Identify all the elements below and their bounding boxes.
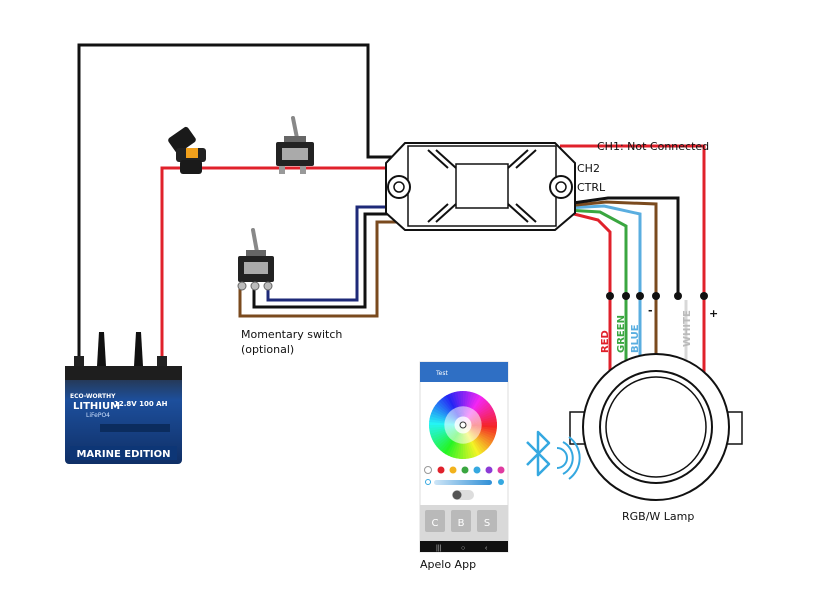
power-toggle[interactable] xyxy=(452,490,474,500)
wires xyxy=(77,43,708,380)
label-app: Apelo App xyxy=(420,558,476,571)
color-swatches[interactable] xyxy=(424,466,505,474)
label-minus: - xyxy=(648,304,653,317)
nav-back-icon[interactable]: ‹ xyxy=(485,545,488,552)
wire-green-out xyxy=(565,208,628,380)
brightness-slider[interactable] xyxy=(425,479,505,485)
wire-brown-out xyxy=(565,200,658,296)
rgb-controller xyxy=(385,142,576,231)
phone-header xyxy=(420,362,508,382)
battery-chem: LiFePO4 xyxy=(86,412,110,419)
signal-waves-icon xyxy=(556,436,581,480)
nav-home-icon[interactable]: ○ xyxy=(461,545,465,552)
wire-label-blue: BLUE xyxy=(630,324,641,353)
label-momentary-optional: (optional) xyxy=(241,343,294,356)
color-wheel[interactable] xyxy=(429,391,497,459)
label-ch1: CH1: Not Connected xyxy=(597,140,709,153)
wire-label-red: RED xyxy=(600,330,611,353)
battery-spec: 12.8V 100 AH xyxy=(114,400,168,408)
battery-labels: ECO-WORTHY LITHIUM LiFePO4 12.8V 100 AH … xyxy=(70,393,171,460)
svg-text:S: S xyxy=(484,518,490,529)
svg-text:B: B xyxy=(458,518,465,529)
label-lamp: RGB/W Lamp xyxy=(622,510,694,523)
wire-red-main xyxy=(160,166,405,370)
wire-label-green: GREEN xyxy=(616,315,627,353)
battery-brand: ECO-WORTHY xyxy=(70,393,116,400)
wire-label-white: WHITE xyxy=(682,310,693,347)
label-ctrl: CTRL xyxy=(577,181,606,194)
battery-type: LITHIUM xyxy=(73,401,120,412)
phone-button-s[interactable]: S xyxy=(477,510,497,532)
wire-red-out xyxy=(565,210,612,380)
battery xyxy=(65,332,182,464)
wire-brown-switch xyxy=(238,220,404,318)
wire-black-switch xyxy=(252,212,404,309)
momentary-switch xyxy=(237,228,274,291)
fuse-holder xyxy=(168,126,206,174)
svg-text:C: C xyxy=(432,518,439,529)
color-wheel-selector[interactable] xyxy=(459,421,467,429)
nav-menu-icon[interactable]: ||| xyxy=(436,545,442,552)
phone-app-title: Test xyxy=(435,370,448,377)
label-momentary: Momentary switch xyxy=(241,328,342,341)
label-plus: + xyxy=(709,307,718,320)
phone-button-b[interactable]: B xyxy=(451,510,471,532)
rgbw-lamp xyxy=(569,353,743,501)
wire-black-out xyxy=(565,196,680,296)
phone-button-c[interactable]: C xyxy=(425,510,445,532)
label-ch2: CH2 xyxy=(577,162,600,175)
bluetooth-icon xyxy=(526,430,551,477)
toggle-switch-main xyxy=(276,116,314,174)
phone-app: Test C B xyxy=(419,361,509,553)
wire-black-main xyxy=(77,43,404,370)
wire-red-ch1 xyxy=(560,144,706,380)
battery-edition: MARINE EDITION xyxy=(76,449,170,460)
wire-navy-switch xyxy=(266,205,404,302)
